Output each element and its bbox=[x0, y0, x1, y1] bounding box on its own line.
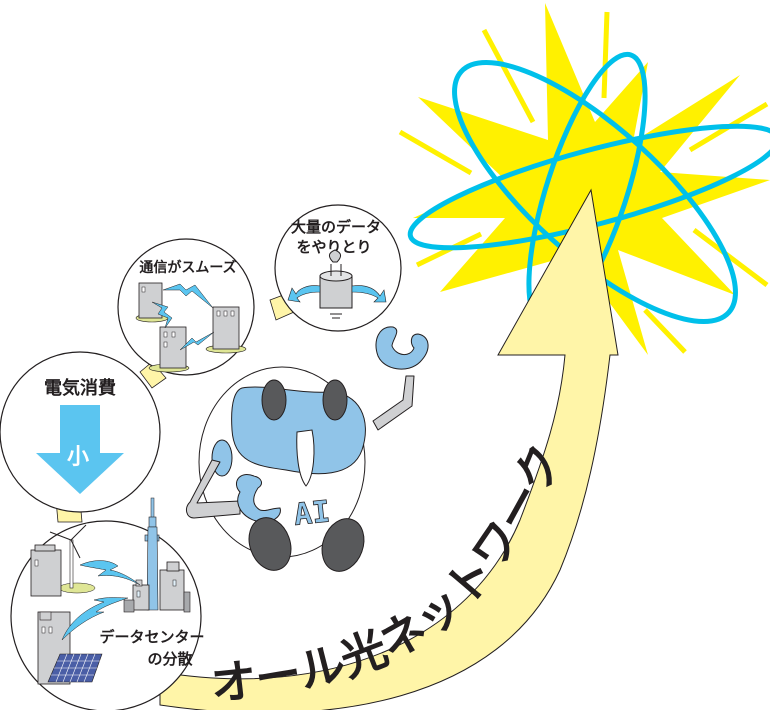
robot-right-arm bbox=[372, 326, 429, 431]
data-weight-icon bbox=[319, 249, 353, 319]
bubble-datacenter-line2: の分散 bbox=[147, 650, 193, 668]
bubble-smooth-communication: 通信がスムーズ bbox=[117, 238, 255, 376]
burst-star-shape bbox=[413, 3, 770, 355]
bubble-smooth-communication-label: 通信がスムーズ bbox=[139, 259, 236, 276]
bubble-datacenter-line1: データセンター bbox=[99, 628, 204, 646]
bubble-power-consumption: 電気消費 小 bbox=[0, 351, 161, 513]
bubble-distributed-datacenter: データセンター の分散 bbox=[10, 497, 205, 710]
robot-left-eye bbox=[261, 379, 287, 421]
orbit-rings bbox=[407, 51, 770, 329]
main-arrow-shape bbox=[159, 188, 619, 710]
robot-left-claw bbox=[236, 474, 281, 523]
bubble-data-exchange-line2: をやりとり bbox=[296, 238, 371, 256]
robot-tooth bbox=[296, 429, 315, 487]
bubble-power-consumption-label: 電気消費 bbox=[44, 377, 116, 399]
ai-robot-mascot: AI bbox=[186, 326, 429, 572]
down-arrow-icon bbox=[36, 405, 124, 494]
bubble-data-exchange-line1: 大量のデータ bbox=[291, 218, 381, 236]
power-arrow-label: 小 bbox=[67, 445, 89, 470]
robot-right-foot bbox=[321, 518, 365, 572]
burst-group bbox=[398, 3, 770, 355]
exchange-arrows-icon bbox=[287, 285, 387, 303]
city-icon bbox=[30, 497, 191, 685]
robot-right-claw bbox=[375, 326, 429, 370]
robot-chest-text: AI bbox=[292, 494, 332, 533]
bubble-data-exchange: 大量のデータ をやりとり bbox=[274, 204, 402, 332]
robot-right-eye bbox=[322, 379, 348, 421]
robot-left-foot bbox=[248, 517, 292, 571]
buildings-network-icon bbox=[135, 282, 247, 373]
